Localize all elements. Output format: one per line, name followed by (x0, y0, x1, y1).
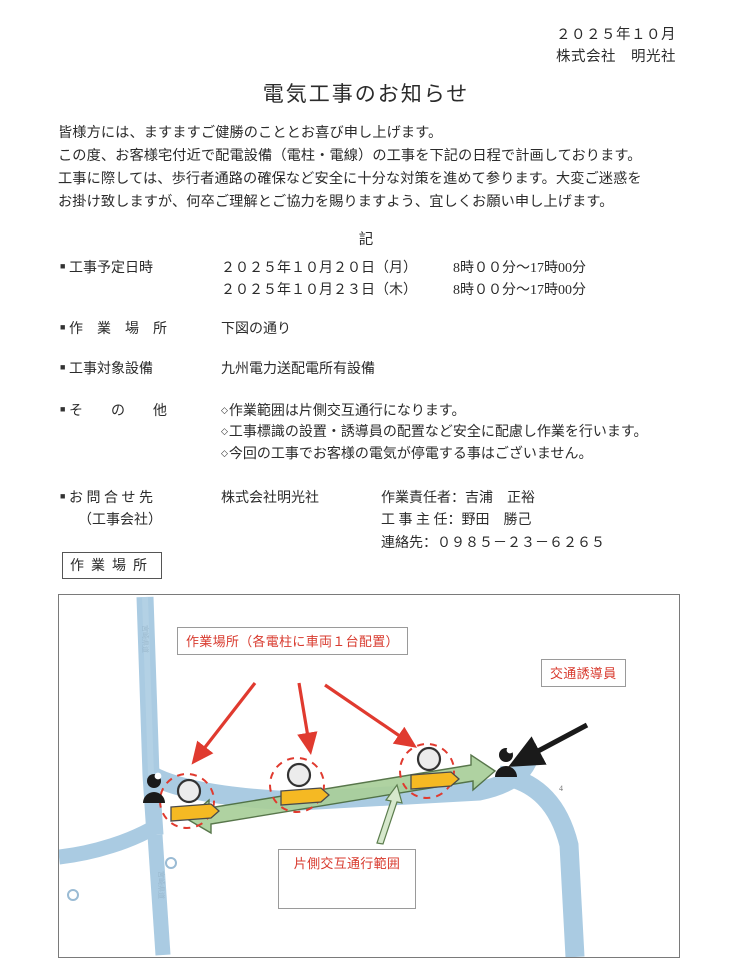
detail-row-other: ■ そ の 他 ◇作業範囲は片側交互通行になります。 ◇工事標識の設置・誘導員の… (60, 401, 686, 466)
work-vehicle-icon (410, 771, 460, 790)
map-marker-icon (67, 857, 177, 901)
contact-phone: 連絡先：０９８５－２３－６２６５ (381, 536, 605, 552)
square-bullet-icon: ■ (60, 322, 66, 333)
greeting-line: この度、お客様宅付近で配電設備（電柱・電線）の工事を下記の日程で計画しております… (58, 148, 642, 164)
contact-company: 株式会社明光社 (221, 490, 319, 506)
header-company: 株式会社 明光社 (556, 49, 676, 66)
guide-label-leader-line (508, 722, 589, 767)
utility-pole-icon (286, 762, 312, 788)
greeting-line: 皆様方には、ますますご健勝のこととお喜び申し上げます。 (58, 125, 443, 141)
diamond-bullet-icon: ◇ (221, 448, 228, 459)
map-graphic: 宮崎県道 宮崎県道 4 (59, 596, 589, 957)
detail-value-contact: 株式会社明光社 作業責任者：吉浦 正裕 工 事 主 任：野田 勝己 連絡先：０９… (221, 488, 686, 556)
detail-label-schedule: 工事予定日時 (69, 261, 153, 276)
detail-row-equipment: ■ 工事対象設備 九州電力送配電所有設備 (60, 359, 686, 381)
street-name-text: 宮崎県道 宮崎県道 (141, 625, 166, 899)
header-date: ２０２５年１０月 (556, 27, 676, 43)
detail-row-schedule: ■ 工事予定日時 ２０２５年１０月２０日（月） 8時００分～17時00分 ２０２… (60, 258, 686, 301)
detail-label-other: そ の 他 (69, 403, 167, 419)
square-bullet-icon: ■ (60, 490, 66, 501)
other-item: ◇今回の工事でお客様の電気が停電する事はございません。 (221, 444, 686, 466)
traffic-guide-icon (495, 746, 517, 777)
detail-label-equipment: 工事対象設備 (69, 362, 153, 378)
contact-people: 作業責任者：吉浦 正裕 工 事 主 任：野田 勝己 連絡先：０９８５－２３－６２… (381, 488, 686, 556)
document-header: ２０２５年１０月 株式会社 明光社 (556, 24, 676, 69)
contact-label-sub: （工事会社） (78, 512, 162, 528)
detail-row-place: ■ 作 業 場 所 下図の通り (60, 319, 686, 341)
utility-pole-icon (176, 778, 202, 804)
square-bullet-icon: ■ (60, 403, 66, 414)
map-label-traffic-guide: 交通誘導員 (541, 659, 626, 687)
greeting-line: 工事に際しては、歩行者通路の確保など安全に十分な対策を進めて参ります。大変ご迷惑… (58, 171, 642, 187)
diamond-bullet-icon: ◇ (221, 426, 228, 437)
greeting-paragraph: 皆様方には、ますますご健勝のこととお喜び申し上げます。 この度、お客様宅付近で配… (58, 122, 684, 214)
details-list: ■ 工事予定日時 ２０２５年１０月２０日（月） 8時００分～17時00分 ２０２… (60, 258, 686, 570)
other-item-text: 工事標識の設置・誘導員の配置など安全に配慮し作業を行います。 (228, 425, 648, 441)
work-vehicle-icon (170, 803, 220, 822)
utility-pole-icon (416, 746, 442, 772)
work-location-map: 宮崎県道 宮崎県道 4 (58, 594, 680, 958)
work-label-leader-lines (191, 682, 418, 765)
detail-label-place: 作 業 場 所 (69, 322, 167, 338)
contact-person: 工 事 主 任：野田 勝己 (381, 513, 532, 529)
other-item: ◇工事標識の設置・誘導員の配置など安全に配慮し作業を行います。 (221, 422, 686, 444)
schedule-date: ２０２５年１０月２０日（月） (221, 261, 417, 276)
detail-row-contact: ■ お 問 合 せ 先 （工事会社） 株式会社明光社 作業責任者：吉浦 正裕 工… (60, 488, 686, 556)
svg-text:宮崎県道: 宮崎県道 (141, 625, 150, 653)
work-vehicle-icon (280, 787, 330, 806)
detail-value-other: ◇作業範囲は片側交互通行になります。 ◇工事標識の設置・誘導員の配置など安全に配… (221, 401, 686, 466)
other-item-text: 今回の工事でお客様の電気が停電する事はございません。 (228, 447, 593, 463)
schedule-time: 8時００分～17時00分 (453, 261, 586, 276)
diamond-bullet-icon: ◇ (221, 404, 228, 415)
map-label-traffic-range-text: 片側交互通行範囲 (293, 856, 401, 871)
map-misc-text: 4 (559, 784, 563, 793)
work-site-marker (399, 743, 460, 799)
square-bullet-icon: ■ (60, 261, 66, 271)
work-location-heading: 作業場所 (62, 552, 162, 579)
detail-value-schedule: ２０２５年１０月２０日（月） 8時００分～17時00分 ２０２５年１０月２３日（… (221, 258, 686, 301)
square-bullet-icon: ■ (60, 362, 66, 373)
ki-mark: 記 (358, 232, 374, 248)
contact-label-main: お 問 合 せ 先 (69, 490, 153, 506)
other-item-text: 作業範囲は片側交互通行になります。 (228, 403, 466, 419)
map-label-work-site: 作業場所（各電柱に車両１台配置） (177, 627, 408, 655)
page-title: 電気工事のお知らせ (262, 82, 470, 106)
traffic-guide-icon (143, 772, 165, 803)
detail-value-place: 下図の通り (221, 322, 291, 338)
work-site-marker (269, 757, 330, 813)
schedule-date: ２０２５年１０月２３日（木） (221, 282, 417, 298)
svg-text:宮崎県道: 宮崎県道 (157, 871, 166, 899)
contact-person: 作業責任者：吉浦 正裕 (381, 490, 535, 506)
range-pointer-arrow (376, 783, 403, 845)
schedule-line: ２０２５年１０月２０日（月） 8時００分～17時00分 (221, 258, 686, 280)
detail-value-equipment: 九州電力送配電所有設備 (221, 362, 375, 378)
schedule-line: ２０２５年１０月２３日（木） 8時００分～17時00分 (221, 280, 686, 302)
detail-label-contact: お 問 合 せ 先 （工事会社） (69, 488, 221, 531)
greeting-line: お掛け致しますが、何卒ご理解とご協力を賜りますよう、宜しくお願い申し上げます。 (58, 194, 614, 210)
map-label-traffic-range: 片側交互通行範囲 (278, 849, 416, 909)
other-item: ◇作業範囲は片側交互通行になります。 (221, 401, 686, 423)
schedule-time: 8時００分～17時00分 (453, 282, 586, 298)
